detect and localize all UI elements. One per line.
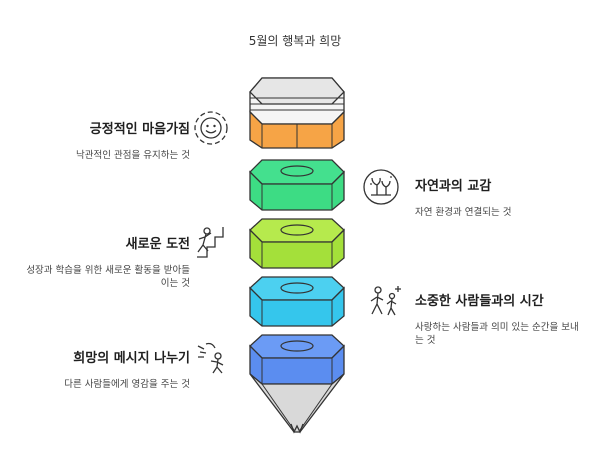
item-title: 긍정적인 마음가짐 (89, 122, 190, 137)
item-nature-connection: 자연과의 교감 자연 환경과 연결되는 것 (415, 178, 585, 219)
item-title: 소중한 사람들과의 시간 (415, 294, 544, 309)
pencil-segment-cyan (249, 276, 345, 327)
sharing-person-icon (197, 342, 224, 374)
item-title: 자연과의 교감 (415, 179, 492, 194)
pencil-segment-blue (249, 334, 345, 385)
people-walking-icon (370, 286, 401, 316)
item-hope-message: 희망의 메시지 나누기 다른 사람들에게 영감을 주는 것 (0, 350, 190, 391)
page-title: 5월의 행복과 희망 (248, 34, 342, 48)
climbing-person-icon (197, 227, 224, 258)
item-description: 성장과 학습을 위한 새로운 활동을 받아들이는 것 (26, 265, 190, 289)
item-description: 다른 사람들에게 영감을 주는 것 (64, 379, 190, 390)
item-positive-mindset: 긍정적인 마음가짐 낙관적인 관점을 유지하는 것 (0, 121, 190, 162)
pencil-tip (249, 373, 345, 434)
smiley-face-icon (194, 111, 228, 145)
pencil-segment-orange (249, 110, 345, 149)
item-title: 희망의 메시지 나누기 (73, 351, 190, 366)
item-description: 자연 환경과 연결되는 것 (415, 207, 512, 218)
pencil-segment-lime (249, 218, 345, 269)
item-description: 낙관적인 관점을 유지하는 것 (76, 150, 190, 161)
plant-sprout-icon (363, 169, 399, 205)
item-precious-time: 소중한 사람들과의 시간 사랑하는 사람들과 의미 있는 순간을 보내는 것 (415, 293, 580, 347)
item-description: 사랑하는 사람들과 의미 있는 순간을 보내는 것 (415, 322, 579, 346)
item-new-challenge: 새로운 도전 성장과 학습을 위한 새로운 활동을 받아들이는 것 (10, 236, 190, 290)
pencil-cap (249, 77, 345, 125)
pencil-segment-green (249, 159, 345, 211)
item-title: 새로운 도전 (125, 237, 190, 252)
